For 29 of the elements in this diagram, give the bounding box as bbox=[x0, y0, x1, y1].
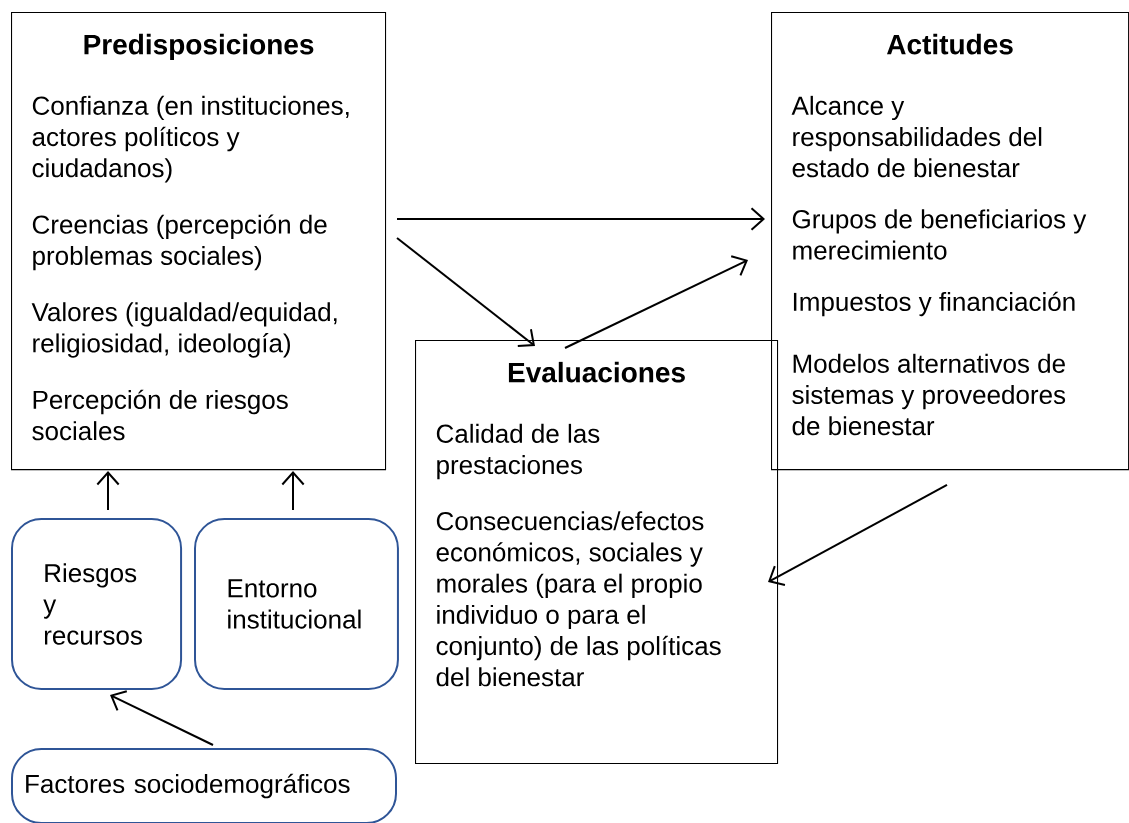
arrow bbox=[110, 690, 214, 746]
rounded-box bbox=[194, 518, 399, 690]
list-item: Grupos de beneficiarios y merecimiento bbox=[792, 209, 1087, 260]
list-item: Calidad de las prestaciones bbox=[436, 423, 600, 480]
concept-box bbox=[11, 12, 387, 471]
list-item: Valores (igualdad/equidad, religiosidad, ideología) bbox=[31, 302, 337, 358]
list-item: Modelos alternativos de sistemas y proveedores de bienestar bbox=[792, 353, 1066, 436]
arrow bbox=[768, 484, 948, 586]
list-item: Consecuencias/efectos económicos, sociales y morales (para el propio individuo o para el conjunto) de las políticas del bienestar bbox=[436, 511, 721, 687]
concept-box bbox=[415, 340, 779, 764]
box-label: Entorno institucional bbox=[228, 579, 361, 629]
list-item: Creencias (percepción de problemas sociales) bbox=[32, 214, 327, 271]
box-heading: Predisposiciones bbox=[84, 33, 314, 60]
arrow bbox=[96, 471, 120, 511]
list-item: Percepción de riesgos sociales bbox=[32, 389, 288, 441]
box-heading: Evaluaciones bbox=[508, 361, 685, 383]
list-item: Confianza (en instituciones, actores políticos y ciudadanos) bbox=[32, 95, 349, 183]
list-item: Impuestos y financiación bbox=[793, 291, 1075, 317]
arrow bbox=[564, 255, 748, 349]
concept-box bbox=[771, 12, 1129, 471]
arrow bbox=[281, 471, 305, 511]
box-heading: Actitudes bbox=[886, 33, 1013, 55]
box-label: Riesgos y recursos bbox=[43, 563, 142, 645]
box-label: Factores sociodemográficos bbox=[26, 773, 350, 799]
rounded-box bbox=[11, 748, 397, 823]
arrow bbox=[396, 207, 765, 231]
rounded-box bbox=[11, 518, 183, 690]
list-item: Alcance y responsabilidades del estado de bienestar bbox=[791, 95, 1042, 178]
arrow bbox=[396, 237, 535, 348]
